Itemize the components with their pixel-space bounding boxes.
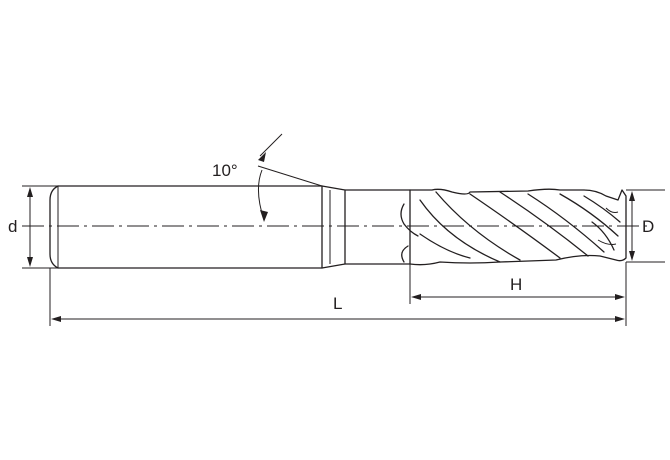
flute-length-dimension: H — [409, 262, 627, 304]
shank-taper — [321, 185, 411, 269]
shank — [49, 185, 331, 269]
angle-label: 10° — [212, 161, 238, 180]
shank-diameter-dimension: d — [8, 185, 58, 269]
overall-length-label: L — [333, 294, 342, 313]
angle-annotation: 10° — [212, 133, 323, 222]
shank-diameter-label: d — [8, 217, 17, 236]
overall-length-dimension: L — [49, 268, 627, 326]
cutter-diameter-dimension: D — [626, 189, 665, 263]
cutter-diameter-label: D — [642, 217, 654, 236]
flute-length-label: H — [510, 275, 522, 294]
flute-section — [400, 188, 627, 266]
